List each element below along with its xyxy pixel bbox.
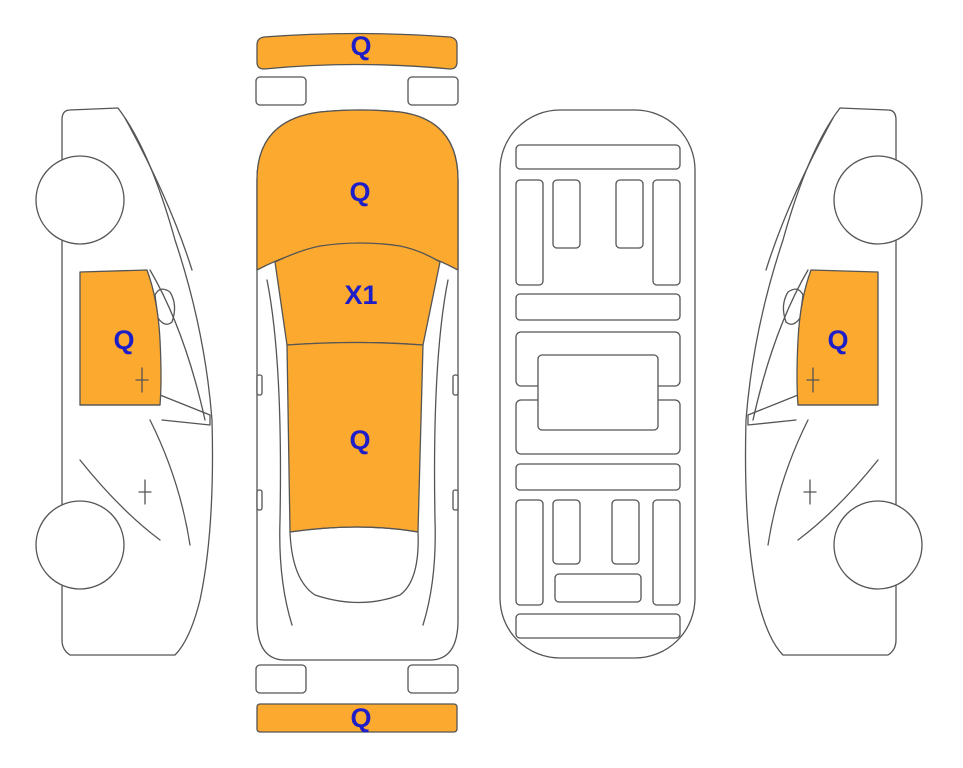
right-rear-door-edge	[797, 459, 879, 541]
left-front-wheel	[35, 155, 125, 245]
right-front-door-panel[interactable]	[796, 269, 879, 406]
right-sill-line	[767, 419, 809, 546]
underbody-view	[499, 109, 696, 659]
right-door-handle-1	[806, 367, 820, 393]
top-left-side-line	[266, 279, 293, 626]
right-door-handle-2	[803, 479, 817, 505]
underbody-front-crossmember	[515, 144, 681, 170]
windshield-code: X1	[344, 280, 377, 310]
underbody-front-right-bay	[615, 179, 644, 249]
left-front-door-code: Q	[113, 325, 134, 355]
roof-code: Q	[349, 425, 370, 455]
underbody-mid-rear-crossmember	[515, 463, 681, 491]
rear-right-taillight	[407, 664, 459, 694]
right-roof-line	[752, 269, 809, 421]
right-window-line	[747, 394, 799, 426]
underbody-mid-front-crossmember	[515, 293, 681, 321]
left-windshield-line	[124, 117, 193, 271]
front-bumper-code: Q	[350, 31, 371, 61]
left-side-view: Q	[35, 107, 214, 656]
underbody-front-left-bay	[552, 179, 581, 249]
underbody-rear-left-bay	[552, 499, 581, 565]
left-mirror-top	[256, 374, 263, 396]
right-mirror-top	[452, 374, 459, 396]
front-right-headlight	[407, 76, 459, 106]
front-left-headlight	[255, 76, 307, 106]
underbody-spare-well	[554, 573, 642, 603]
right-rear-wheel	[833, 500, 923, 590]
right-windshield-line	[765, 117, 834, 271]
underbody-rear-right-bay	[611, 499, 640, 565]
top-view: Q Q X1 Q Q	[255, 31, 459, 733]
right-side-view	[744, 107, 923, 656]
left-window-line	[159, 394, 211, 426]
right-rear-pillar-top	[452, 489, 459, 511]
rear-window-outline	[289, 526, 419, 604]
left-roof-line	[149, 269, 206, 421]
top-right-side-line	[422, 279, 449, 626]
left-rear-pillar-top	[256, 489, 263, 511]
hood-code: Q	[349, 177, 370, 207]
underbody-front-left-rail	[515, 179, 544, 286]
left-sill-line	[149, 419, 191, 546]
rear-bumper-panel[interactable]	[256, 703, 458, 733]
front-bumper-panel[interactable]	[256, 32, 458, 70]
left-door-handle-1	[135, 367, 149, 393]
right-front-wheel	[833, 155, 923, 245]
left-door-handle-2	[138, 479, 152, 505]
rear-left-taillight	[255, 664, 307, 694]
left-rear-door-edge	[79, 459, 161, 541]
underbody-front-right-rail	[652, 179, 681, 286]
left-mirror	[154, 288, 176, 325]
left-rear-wheel	[35, 500, 125, 590]
underbody-rear-left-rail	[515, 499, 544, 606]
underbody-rear-crossmember	[515, 613, 681, 639]
right-front-door-code: Q	[827, 325, 848, 355]
underbody-center-pan	[537, 354, 659, 431]
rear-bumper-code: Q	[350, 703, 371, 733]
right-mirror	[782, 288, 804, 325]
left-front-door-panel[interactable]	[79, 269, 162, 406]
underbody-rear-right-rail	[652, 499, 681, 606]
